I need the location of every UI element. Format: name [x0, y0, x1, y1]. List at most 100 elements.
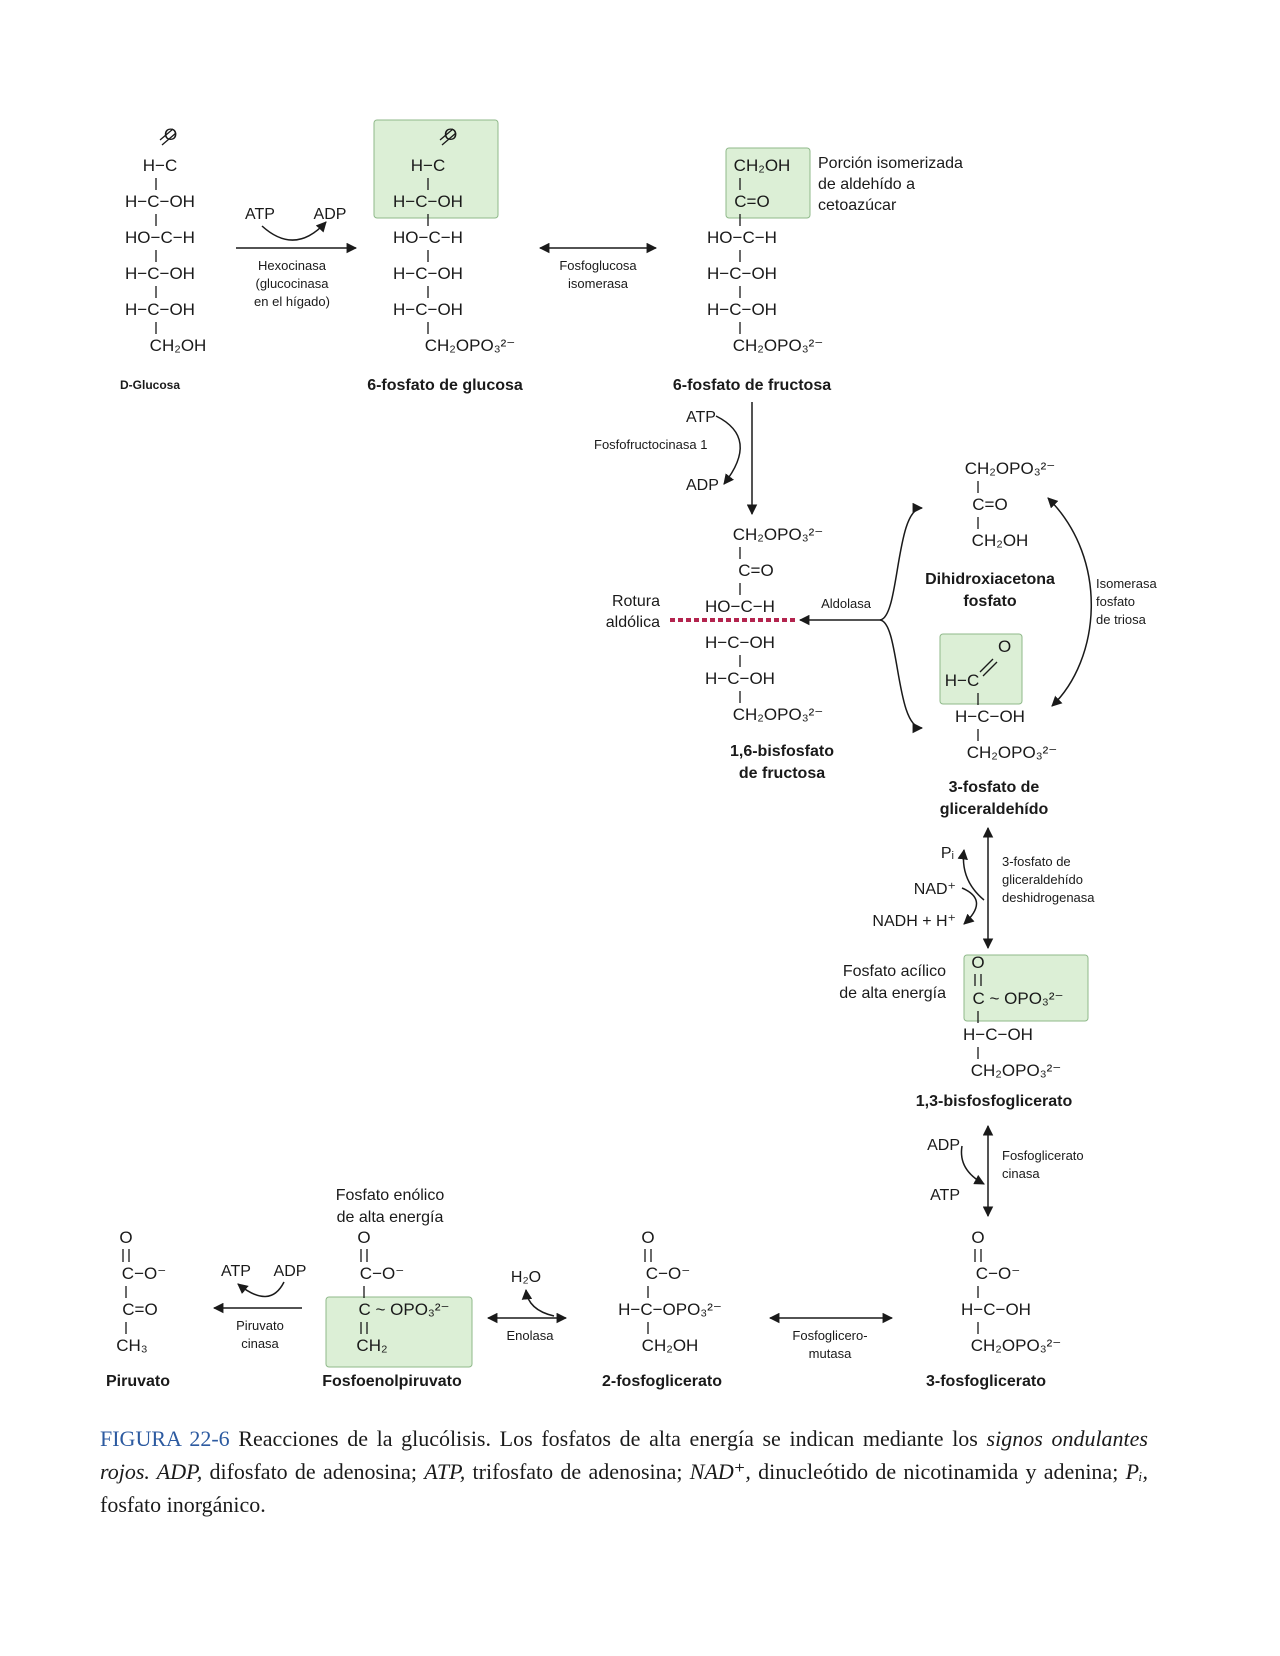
caption-label: FIGURA 22-6 — [100, 1426, 230, 1451]
step-enolase: H₂O Enolasa — [486, 1269, 568, 1343]
svg-text:3-fosfato de: 3-fosfato de — [949, 779, 1040, 796]
svg-text:H−C−OH: H−C−OH — [963, 1025, 1033, 1044]
svg-text:H−C−OH: H−C−OH — [393, 300, 463, 319]
svg-text:deshidrogenasa: deshidrogenasa — [1002, 890, 1095, 905]
svg-text:3-fosfato de: 3-fosfato de — [1002, 854, 1071, 869]
svg-text:CH₂OPO₃²⁻: CH₂OPO₃²⁻ — [967, 743, 1058, 762]
step-pfk: ATP ADP Fosfofructocinasa 1 — [594, 402, 758, 516]
svg-text:Fosfoenolpiruvato: Fosfoenolpiruvato — [322, 1373, 462, 1390]
svg-text:CH₃: CH₃ — [116, 1336, 147, 1355]
step-pgk: ADP ATP Fosfoglicerato cinasa — [927, 1124, 1084, 1218]
svg-text:Isomerasa: Isomerasa — [1096, 576, 1157, 591]
svg-text:H−C: H−C — [945, 671, 979, 690]
figure-caption: FIGURA 22-6 Reacciones de la glucólisis.… — [100, 1426, 1148, 1517]
svg-text:Piruvato: Piruvato — [236, 1318, 284, 1333]
svg-text:C−O⁻: C−O⁻ — [360, 1264, 404, 1283]
svg-text:NADH + H⁺: NADH + H⁺ — [872, 913, 956, 930]
svg-text:NAD⁺: NAD⁺ — [914, 881, 956, 898]
svg-text:ADP: ADP — [927, 1137, 960, 1154]
svg-text:H−C−OH: H−C−OH — [393, 264, 463, 283]
svg-text:H−C−OH: H−C−OH — [705, 669, 775, 688]
svg-text:(glucocinasa: (glucocinasa — [256, 276, 330, 291]
svg-text:ADP: ADP — [274, 1263, 307, 1280]
highlight-gap — [939, 633, 1023, 705]
label-g6p: 6-fosfato de glucosa — [367, 377, 523, 394]
svg-text:C−O⁻: C−O⁻ — [122, 1264, 166, 1283]
svg-text:Enolasa: Enolasa — [507, 1328, 555, 1343]
molecule-gap: O H−C H−C−OH CH₂OPO₃²⁻ 3-fosfato de glic… — [940, 637, 1057, 818]
svg-text:en el hígado): en el hígado) — [254, 294, 330, 309]
svg-text:de fructosa: de fructosa — [739, 765, 825, 782]
svg-text:Fosfofructocinasa 1: Fosfofructocinasa 1 — [594, 437, 707, 452]
highlight-g6p — [373, 119, 499, 219]
highlight-f6p — [725, 147, 811, 219]
molecule-dhap: CH₂OPO₃²⁻ C=O CH₂OH Dihidroxiacetona fos… — [925, 459, 1055, 610]
step-hexokinase: ATP ADP Hexocinasa (glucocinasa en el hí… — [236, 206, 358, 309]
svg-text:de aldehído a: de aldehído a — [818, 176, 915, 193]
svg-text:Piruvato: Piruvato — [106, 1373, 170, 1390]
svg-text:O: O — [971, 953, 984, 972]
svg-text:isomerasa: isomerasa — [568, 276, 629, 291]
svg-text:Fosfoglucosa: Fosfoglucosa — [559, 258, 637, 273]
svg-text:C=O: C=O — [734, 192, 769, 211]
svg-text:CH₂OPO₃²⁻: CH₂OPO₃²⁻ — [733, 705, 824, 724]
svg-text:CH₂OPO₃²⁻: CH₂OPO₃²⁻ — [971, 1336, 1062, 1355]
svg-text:cetoazúcar: cetoazúcar — [818, 197, 897, 214]
glycolysis-diagram: O H−C H−C−OH HO−C−H H−C−OH H−C−OH CH₂OH … — [106, 119, 1157, 1390]
step-pk: ATP ADP Piruvato cinasa — [212, 1263, 307, 1351]
svg-text:CH₂OH: CH₂OH — [642, 1336, 699, 1355]
bond-lines — [125, 178, 979, 1334]
svg-text:HO−C−H: HO−C−H — [705, 597, 775, 616]
svg-text:HO−C−H: HO−C−H — [393, 228, 463, 247]
svg-text:ATP: ATP — [221, 1263, 251, 1280]
svg-text:CH₂OPO₃²⁻: CH₂OPO₃²⁻ — [971, 1061, 1062, 1080]
svg-text:O: O — [164, 125, 177, 144]
step-tpi: Isomerasa fosfato de triosa — [1047, 497, 1157, 707]
svg-text:O: O — [119, 1228, 132, 1247]
svg-text:H−C−OH: H−C−OH — [125, 264, 195, 283]
step-gapdh: Pᵢ NAD⁺ NADH + H⁺ 3-fosfato de glicerald… — [872, 826, 1095, 950]
svg-text:Rotura: Rotura — [612, 593, 660, 610]
svg-text:C=O: C=O — [122, 1300, 157, 1319]
svg-text:ADP: ADP — [314, 206, 347, 223]
molecule-f16bp: CH₂OPO₃²⁻ C=O HO−C−H H−C−OH H−C−OH CH₂OP… — [606, 525, 835, 782]
svg-text:ATP: ATP — [930, 1187, 960, 1204]
molecule-f6p: CH₂OH C=O HO−C−H H−C−OH H−C−OH CH₂OPO₃²⁻… — [673, 155, 963, 394]
svg-text:C=O: C=O — [972, 495, 1007, 514]
svg-text:H−C−OH: H−C−OH — [707, 264, 777, 283]
highlight-boxes — [325, 119, 1089, 1368]
svg-text:Hexocinasa: Hexocinasa — [258, 258, 327, 273]
svg-text:ADP: ADP — [686, 477, 719, 494]
svg-text:gliceraldehído: gliceraldehído — [1002, 872, 1083, 887]
svg-text:C−O⁻: C−O⁻ — [646, 1264, 690, 1283]
svg-text:CH₂OPO₃²⁻: CH₂OPO₃²⁻ — [425, 336, 516, 355]
svg-text:3-fosfoglicerato: 3-fosfoglicerato — [926, 1373, 1046, 1390]
svg-text:Pᵢ: Pᵢ — [941, 845, 954, 862]
molecule-2pg: O C−O⁻ H−C−OPO₃²⁻ CH₂OH 2-fosfoglicerato — [602, 1228, 722, 1390]
svg-text:mutasa: mutasa — [809, 1346, 852, 1361]
svg-text:2-fosfoglicerato: 2-fosfoglicerato — [602, 1373, 722, 1390]
svg-text:CH₂OPO₃²⁻: CH₂OPO₃²⁻ — [965, 459, 1056, 478]
svg-text:Fosfato acílico: Fosfato acílico — [843, 963, 946, 980]
svg-text:Dihidroxiacetona: Dihidroxiacetona — [925, 571, 1055, 588]
svg-text:H−C−OH: H−C−OH — [961, 1300, 1031, 1319]
label-f6p: 6-fosfato de fructosa — [673, 377, 831, 394]
svg-text:H−C−OH: H−C−OH — [125, 300, 195, 319]
svg-text:C−O⁻: C−O⁻ — [976, 1264, 1020, 1283]
highlight-pep — [325, 1296, 473, 1368]
svg-text:O: O — [971, 1228, 984, 1247]
molecule-3pg: O C−O⁻ H−C−OH CH₂OPO₃²⁻ 3-fosfoglicerato — [926, 1228, 1061, 1390]
svg-text:C=O: C=O — [738, 561, 773, 580]
molecule-pyruvate: O C−O⁻ C=O CH₃ Piruvato — [106, 1228, 170, 1390]
molecule-pep: Fosfato enólico de alta energía O C−O⁻ C… — [322, 1187, 462, 1390]
svg-text:O: O — [357, 1228, 370, 1247]
svg-text:CH₂OH: CH₂OH — [734, 156, 791, 175]
svg-text:1,3-bisfosfoglicerato: 1,3-bisfosfoglicerato — [916, 1093, 1073, 1110]
svg-text:Fosfato enólico: Fosfato enólico — [336, 1187, 445, 1204]
svg-text:O: O — [641, 1228, 654, 1247]
svg-text:H₂O: H₂O — [511, 1269, 541, 1286]
svg-text:de triosa: de triosa — [1096, 612, 1147, 627]
svg-text:gliceraldehído: gliceraldehído — [940, 801, 1049, 818]
svg-text:de alta energía: de alta energía — [839, 985, 946, 1002]
svg-text:H−C: H−C — [143, 156, 177, 175]
